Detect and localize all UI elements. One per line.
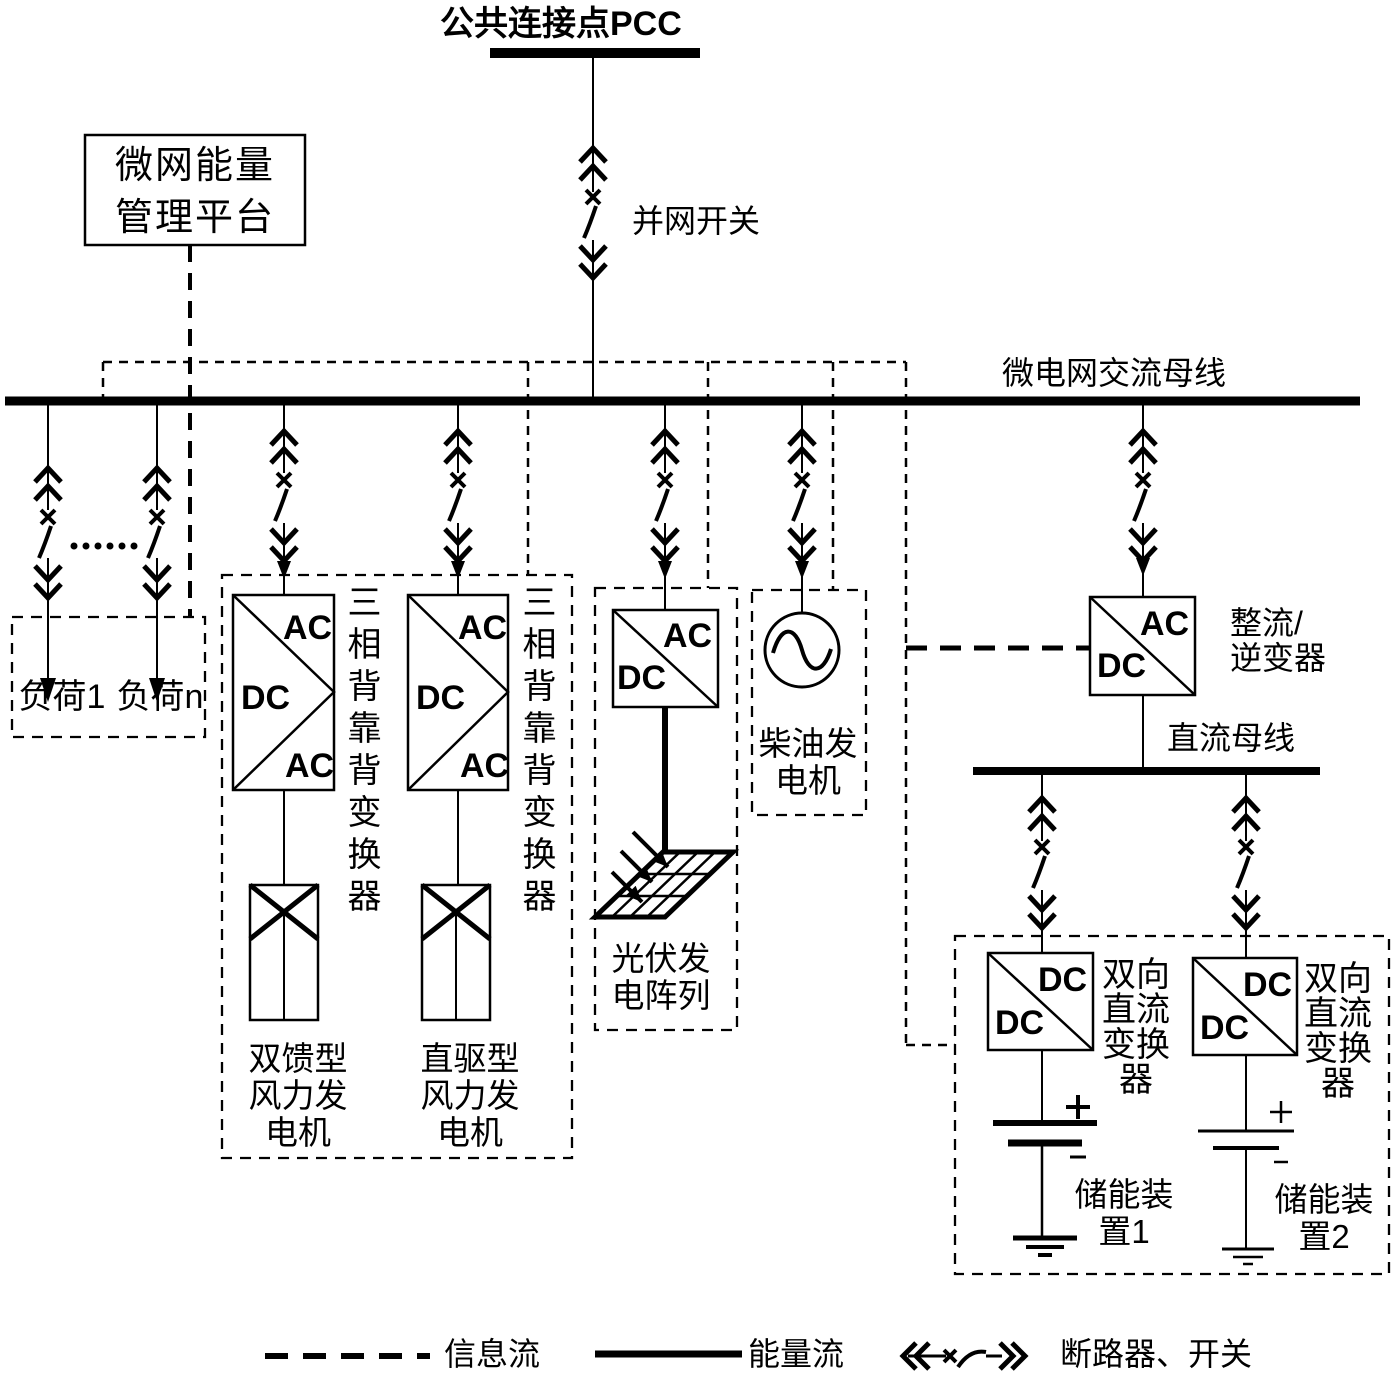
dcdc2-dc-bottom-label: DC bbox=[1200, 1009, 1250, 1047]
loadn-breaker-icon bbox=[144, 468, 170, 598]
dcdc2-label: 双向 直流 变换 器 bbox=[1304, 960, 1372, 1103]
legend-breaker-label: 断路器、开关 bbox=[1060, 1336, 1253, 1372]
dcdc2-diagonal bbox=[1192, 957, 1298, 1056]
wind2-ac-bottom-label: AC bbox=[460, 747, 510, 785]
sunlight-arrows-icon bbox=[610, 830, 670, 904]
load1-arrowhead-icon bbox=[40, 678, 56, 702]
rectifier-arrowhead-icon bbox=[1136, 558, 1150, 576]
storage-group-box bbox=[953, 934, 1391, 1276]
legend-energy-flow-label: 能量流 bbox=[748, 1336, 845, 1372]
dcdc1-box bbox=[986, 951, 1095, 1052]
wind1-breaker-icon bbox=[271, 431, 297, 561]
diesel-group-box bbox=[750, 588, 868, 817]
rectifier-label: 整流/ 逆变器 bbox=[1230, 605, 1327, 676]
legend-breaker-icon bbox=[899, 1341, 1029, 1371]
storage1-label: 储能装 置1 bbox=[1074, 1176, 1174, 1250]
wind1-generator-label: 双馈型 风力发 电机 bbox=[248, 1040, 348, 1151]
wind1-converter-label: 三相背靠背变换器 bbox=[342, 584, 380, 920]
wind2-converter-label: 三相背靠背变换器 bbox=[517, 584, 555, 920]
rectifier-box bbox=[1088, 595, 1197, 697]
pv-array-icon bbox=[588, 707, 740, 920]
dcdc1-label: 双向 直流 变换 器 bbox=[1102, 956, 1170, 1099]
info-flow-lines bbox=[101, 245, 1090, 1047]
rectifier-diagonal bbox=[1089, 596, 1196, 696]
legend-info-flow-label: 信息流 bbox=[444, 1336, 541, 1372]
storage2-label: 储能装 置2 bbox=[1274, 1181, 1374, 1255]
rectifier-breaker-icon bbox=[1130, 431, 1156, 561]
storage2-breaker-icon bbox=[1233, 798, 1259, 928]
battery1-icon bbox=[993, 1050, 1097, 1257]
pv-group-box bbox=[593, 586, 739, 1032]
wind2-generator-label: 直驱型 风力发 电机 bbox=[420, 1040, 520, 1151]
dc-bus-label: 直流母线 bbox=[1167, 720, 1296, 756]
pv-arrowhead-icon bbox=[658, 561, 672, 579]
wind2-dc-label: DC bbox=[416, 679, 466, 717]
dcdc1-diagonal bbox=[987, 952, 1094, 1051]
wind2-breaker-icon bbox=[445, 431, 471, 561]
legend-icons bbox=[265, 1341, 1029, 1371]
wind1-generator-icon bbox=[248, 790, 320, 1022]
diesel-arrowhead-icon bbox=[795, 561, 809, 579]
battery1-plus-icon bbox=[1066, 1095, 1090, 1119]
wind1-ac-top-label: AC bbox=[283, 609, 333, 647]
battery2-plus-icon bbox=[1270, 1101, 1292, 1123]
diesel-breaker-icon bbox=[789, 431, 815, 561]
ems-box bbox=[83, 133, 307, 247]
pcc-title: 公共连接点PCC bbox=[440, 5, 682, 43]
pv-converter-diagonal bbox=[612, 609, 719, 708]
pv-ac-label: AC bbox=[663, 617, 713, 655]
ac-bus-label: 微电网交流母线 bbox=[1002, 355, 1227, 391]
loadn-arrowhead-icon bbox=[149, 678, 165, 702]
load-ellipsis-dots bbox=[70, 542, 138, 550]
load1-breaker-icon bbox=[35, 468, 61, 598]
grid-switch-label: 并网开关 bbox=[632, 203, 761, 239]
loads-group-box bbox=[10, 615, 207, 739]
wind1-arrowhead-icon bbox=[277, 561, 291, 579]
storage1-breaker-icon bbox=[1029, 798, 1055, 928]
pv-breaker-icon bbox=[652, 431, 678, 561]
wind2-converter-diagonals bbox=[407, 594, 510, 791]
wind1-dc-label: DC bbox=[241, 679, 291, 717]
rectifier-dc-label: DC bbox=[1097, 647, 1147, 685]
wind2-ac-top-label: AC bbox=[458, 609, 508, 647]
dcdc1-dc-bottom-label: DC bbox=[995, 1004, 1045, 1042]
loadn-label: 负荷n bbox=[116, 678, 204, 716]
wind1-converter-diagonals bbox=[232, 594, 336, 791]
dcdc2-dc-top-label: DC bbox=[1243, 966, 1293, 1004]
dcdc1-dc-top-label: DC bbox=[1038, 961, 1088, 999]
rectifier-ac-label: AC bbox=[1140, 605, 1190, 643]
battery2-icon bbox=[1198, 1055, 1294, 1266]
wind-group-box bbox=[220, 573, 574, 1160]
wind1-ac-bottom-label: AC bbox=[285, 747, 335, 785]
pv-dc-label: DC bbox=[617, 659, 667, 697]
pv-array-label: 光伏发 电阵列 bbox=[611, 940, 711, 1014]
wind2-generator-icon bbox=[420, 790, 492, 1022]
wind2-arrowhead-icon bbox=[451, 561, 465, 579]
grid-switch-breaker-icon bbox=[580, 148, 606, 278]
diesel-generator-icon bbox=[763, 611, 841, 689]
load1-label: 负荷1 bbox=[18, 678, 106, 716]
ems-label: 微网能量 管理平台 bbox=[114, 145, 275, 239]
diesel-label: 柴油发 电机 bbox=[758, 725, 858, 799]
